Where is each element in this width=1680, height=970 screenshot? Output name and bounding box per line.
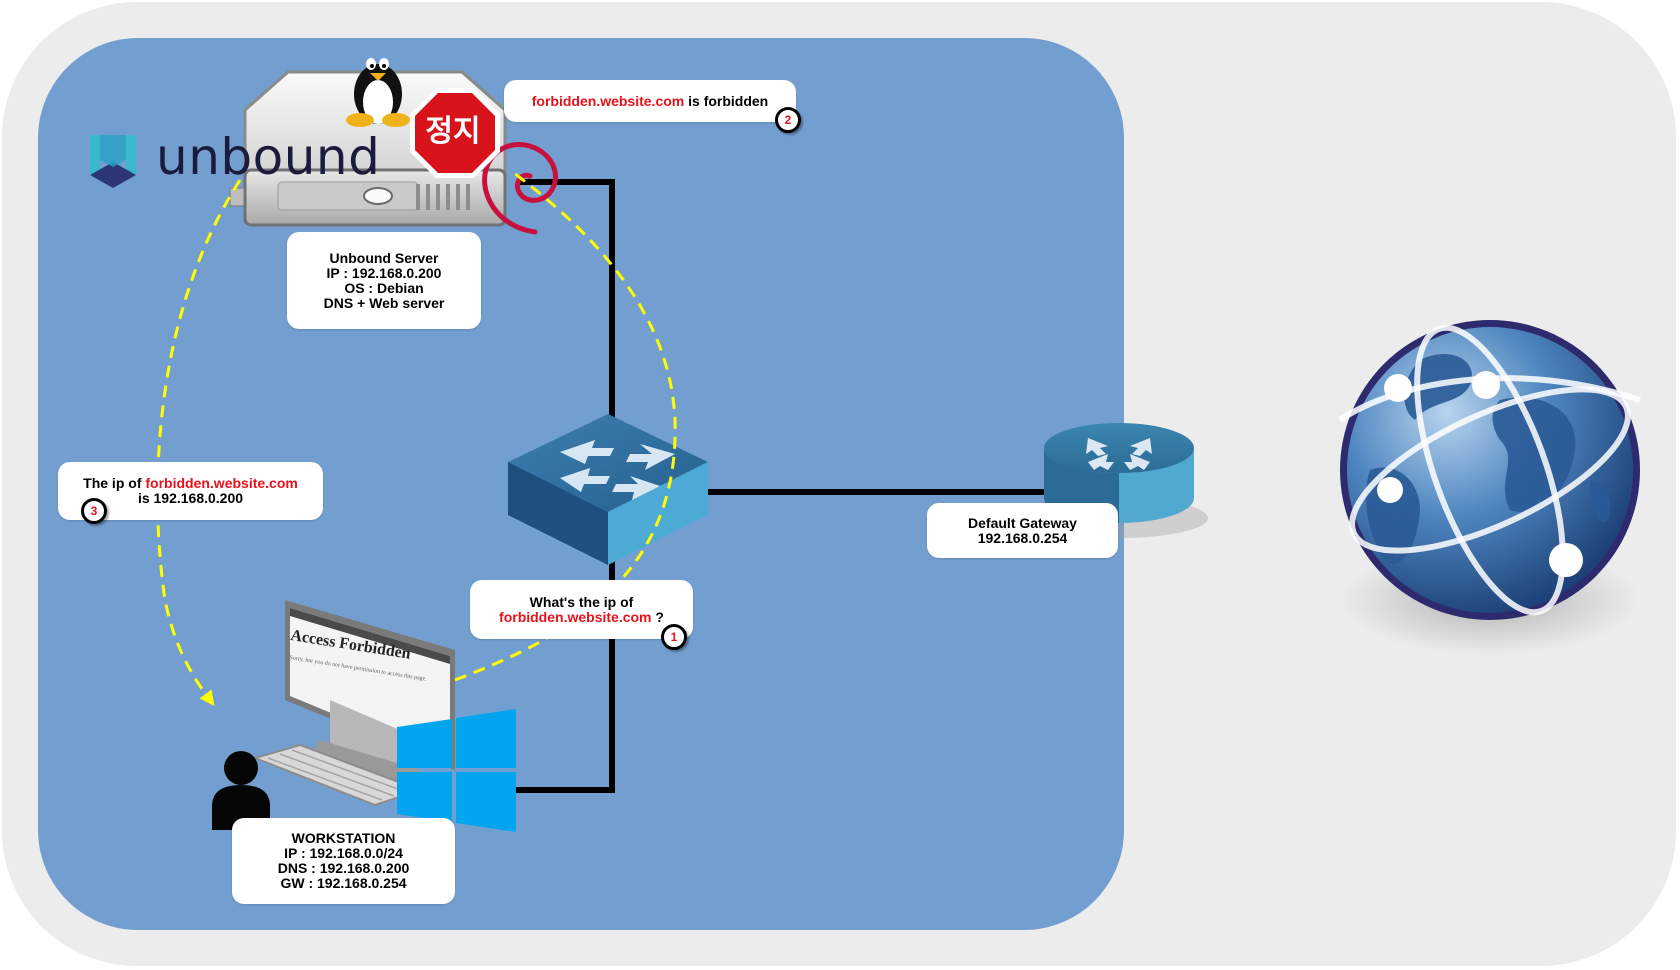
server-os: OS : Debian: [344, 279, 424, 296]
step-3-text-after: is 192.168.0.200: [137, 490, 244, 506]
debian-swirl-icon: [482, 142, 558, 235]
gateway-name: Default Gateway: [968, 514, 1077, 531]
flow-response-path: [156, 179, 242, 707]
workstation-name: WORKSTATION: [291, 830, 396, 846]
step-2-label: forbidden.website.com is forbidden: [504, 80, 796, 122]
step-3-text-before: The ip of: [83, 475, 146, 491]
gateway-label: Default Gateway 192.168.0.254: [927, 503, 1118, 558]
unbound-logo-text: unbound: [156, 128, 381, 186]
switch-icon: [508, 414, 708, 565]
step-1-text-after: ?: [651, 608, 664, 625]
server-name: Unbound Server: [329, 249, 439, 266]
workstation-gw: GW : 192.168.0.254: [280, 875, 407, 891]
workstation-label: WORKSTATION IP : 192.168.0.0/24 DNS : 19…: [232, 818, 455, 904]
step-1-domain: forbidden.website.com: [499, 608, 652, 625]
stop-sign-icon: [410, 88, 500, 178]
linux-tux-icon: [346, 58, 410, 127]
step-2-text: is forbidden: [684, 92, 769, 109]
server-label: Unbound Server IP : 192.168.0.200 OS : D…: [287, 232, 481, 329]
stop-sign-text: 정지: [425, 114, 481, 149]
step-1-label: What's the ip of forbidden.website.com ?: [470, 580, 693, 639]
cable-server-switch: [520, 179, 615, 430]
gateway-ip: 192.168.0.254: [977, 529, 1068, 546]
step-3-domain: forbidden.website.com: [145, 475, 298, 491]
workstation-dns: DNS : 192.168.0.200: [277, 860, 410, 876]
step-1-text-before: What's the ip of: [529, 593, 634, 610]
unbound-logo-icon: [90, 135, 136, 188]
step-1-badge: 1: [661, 624, 687, 650]
step-3-badge: 3: [81, 498, 107, 524]
windows-logo-icon: [397, 709, 516, 832]
step-2-badge: 2: [775, 107, 801, 133]
server-ip: IP : 192.168.0.200: [326, 264, 442, 281]
workstation-ip: IP : 192.168.0.0/24: [284, 845, 403, 861]
globe-internet-icon: [1338, 320, 1641, 655]
server-role: DNS + Web server: [323, 294, 445, 311]
step-2-domain: forbidden.website.com: [531, 92, 685, 109]
